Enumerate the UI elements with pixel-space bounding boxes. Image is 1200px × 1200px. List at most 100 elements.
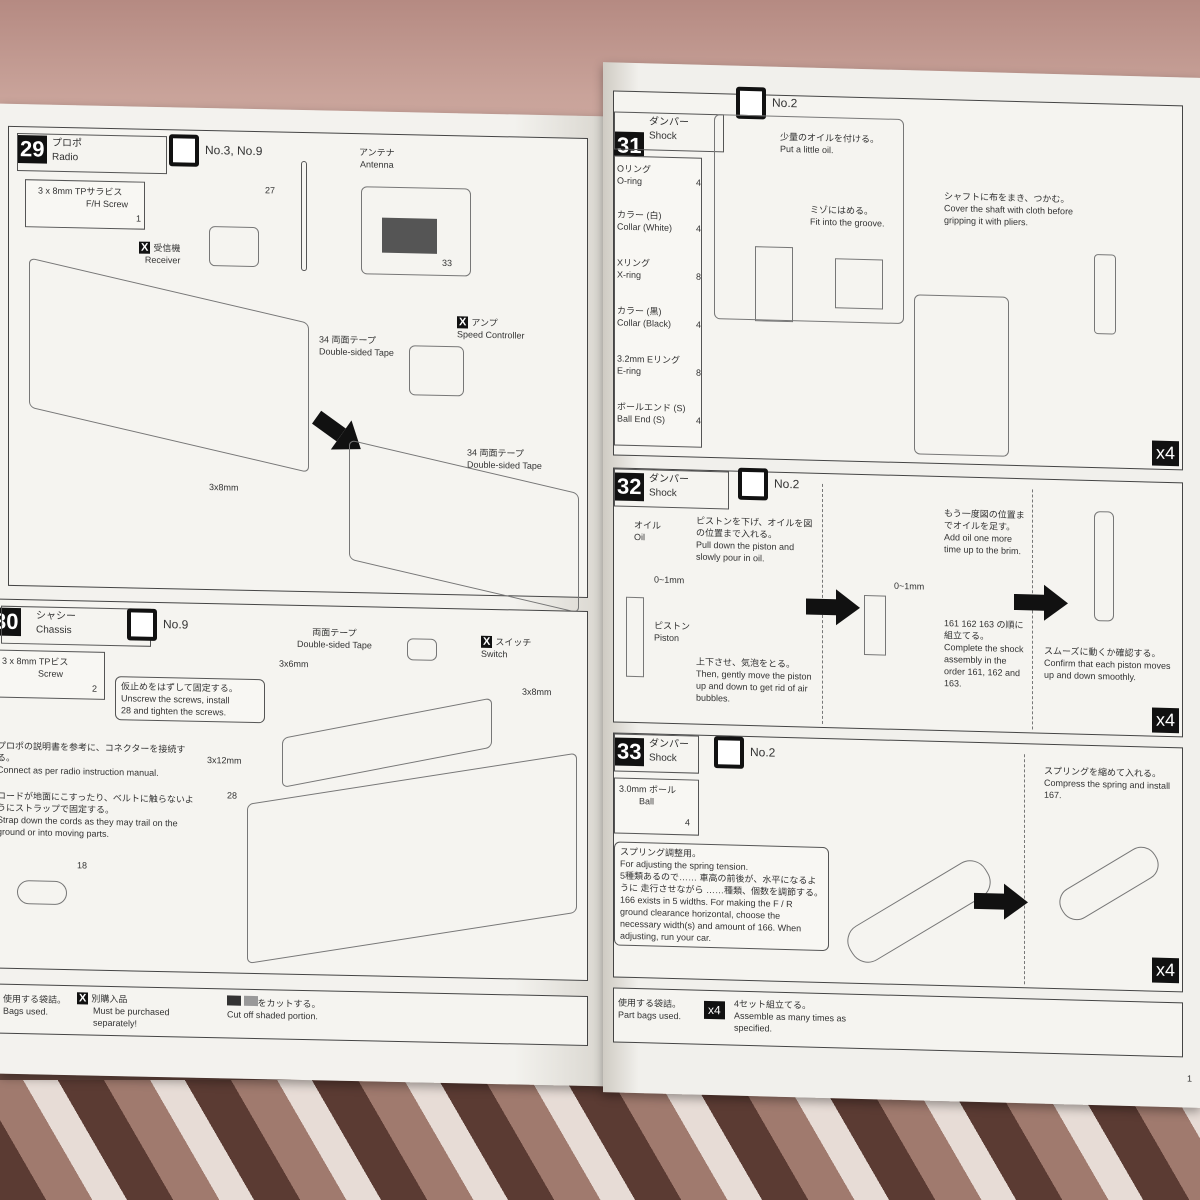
- multiplier-badge: x4: [1152, 957, 1180, 984]
- screw-label: 3x6mm: [279, 658, 309, 670]
- cut-icon: [227, 995, 241, 1006]
- l: ピストンを下げ、オイルを図の位置まで入れる。: [696, 515, 813, 540]
- l: For adjusting the spring tension.: [620, 858, 749, 872]
- note: もう一度図の位置までオイルを足す。Add oil one more time u…: [944, 507, 1026, 557]
- part-name-en: Screw: [38, 668, 64, 679]
- l: E-ring: [617, 365, 642, 377]
- l: 166 exists in 5 widths. For making the F…: [620, 894, 802, 944]
- l: スムーズに動くか確認する。: [1044, 645, 1161, 659]
- part-item: ボールエンド (S)Ball End (S)4: [617, 401, 701, 427]
- legend-bags: 使用する袋詰。Bags used.: [3, 993, 66, 1018]
- shock-drawing: [1094, 254, 1116, 335]
- multiplier-badge: x4: [704, 1000, 725, 1020]
- screw-label: 3x8mm: [209, 482, 239, 493]
- strap-drawing: [17, 880, 67, 906]
- legend-x4: 4セット組立てる。Assemble as many times as speci…: [734, 998, 854, 1037]
- part-name-jp: 3 x 8mm TPサラビス: [38, 185, 123, 198]
- part-count: 8: [695, 367, 701, 378]
- l: 別購入品: [91, 993, 128, 1005]
- part-number: 27: [265, 185, 276, 196]
- l: ピストン: [654, 620, 691, 632]
- chassis-drawing-2: [349, 439, 579, 614]
- l: 両面テープ: [479, 447, 524, 459]
- legend-bags: 使用する袋詰。Part bags used.: [618, 997, 681, 1023]
- shock-drawing: [1094, 511, 1114, 622]
- shock-body: [626, 596, 644, 678]
- bag-label: No.2: [772, 95, 798, 111]
- title-en: Shock: [649, 752, 677, 765]
- gap-label: 0~1mm: [654, 574, 685, 586]
- callout-en: 28 and tighten the screws.: [121, 705, 227, 718]
- part-name-en: Ball: [639, 796, 655, 807]
- part-shape: [382, 217, 437, 254]
- l: Put a little oil.: [780, 143, 834, 156]
- l: Fit into the groove.: [810, 216, 885, 229]
- bag-icon: [127, 608, 157, 641]
- spring-callout: スプリング調整用。For adjusting the spring tensio…: [614, 841, 829, 952]
- l: Part bags used.: [618, 1009, 682, 1022]
- part-item: カラー (黒)Collar (Black) 4: [617, 305, 701, 331]
- shock-spring-drawing: [840, 853, 998, 970]
- note: ミゾにはめる。Fit into the groove.: [810, 204, 900, 230]
- bag-icon: [169, 134, 199, 167]
- l: スイッチ: [495, 637, 532, 648]
- l: Cover the shaft with cloth before grippi…: [944, 203, 1074, 228]
- note: ピストンを下げ、オイルを図の位置まで入れる。Pull down the pist…: [696, 515, 816, 566]
- bag-label: No.9: [163, 617, 189, 632]
- x-icon: X: [481, 635, 493, 648]
- x-icon: X: [139, 241, 151, 254]
- l: 34: [467, 447, 478, 458]
- l: Oil: [634, 531, 645, 543]
- l: Collar (Black): [617, 317, 672, 329]
- part-count: 8: [695, 271, 701, 282]
- l: Complete the shock assembly in the order…: [944, 642, 1024, 689]
- l: スプリングを縮めて入れる。: [1044, 765, 1162, 779]
- part-number: 18: [77, 860, 88, 871]
- bag-label: No.3, No.9: [205, 142, 263, 159]
- antenna-tube: [301, 160, 307, 272]
- l: Confirm that each piston moves up and do…: [1044, 657, 1171, 683]
- part-item: カラー (白)Collar (White)4: [617, 209, 701, 235]
- bag-icon: [714, 736, 744, 769]
- l: カラー (黒): [617, 305, 662, 317]
- parts-box: 3 x 8mm TPサラビス F/H Screw 1: [25, 179, 145, 230]
- part-count: 4: [695, 319, 701, 330]
- l: Pull down the piston and slowly pour in …: [696, 539, 795, 564]
- part-count: 4: [695, 223, 701, 234]
- multiplier-badge: x4: [1152, 707, 1180, 734]
- divider: [1024, 754, 1025, 985]
- l: Cut off shaded portion.: [227, 1009, 318, 1022]
- l: 使用する袋詰。: [618, 997, 682, 1010]
- gap-label: 0~1mm: [894, 580, 925, 592]
- part-number: 33: [442, 257, 453, 269]
- screw-label: 3x8mm: [522, 686, 552, 698]
- l: Must be purchased separately!: [93, 1005, 170, 1029]
- part-name-jp: 3 x 8mm TPビス: [2, 655, 69, 668]
- l: Xリング: [617, 257, 651, 269]
- l: 5種類あるので…… 車高の前後が、水平になるように 走行させながら ……種類、個…: [620, 870, 824, 898]
- l: Ball End (S): [617, 413, 666, 425]
- screw-label: 3x12mm: [207, 754, 242, 766]
- note: スプリングを縮めて入れる。Compress the spring and ins…: [1044, 765, 1174, 804]
- arrow-icon: [1044, 584, 1068, 622]
- l: X-ring: [617, 269, 642, 281]
- l: アンテナ: [359, 147, 395, 158]
- part-count: 1: [136, 213, 142, 224]
- l: 両面テープ: [312, 627, 357, 639]
- arrow-icon: [1004, 883, 1028, 921]
